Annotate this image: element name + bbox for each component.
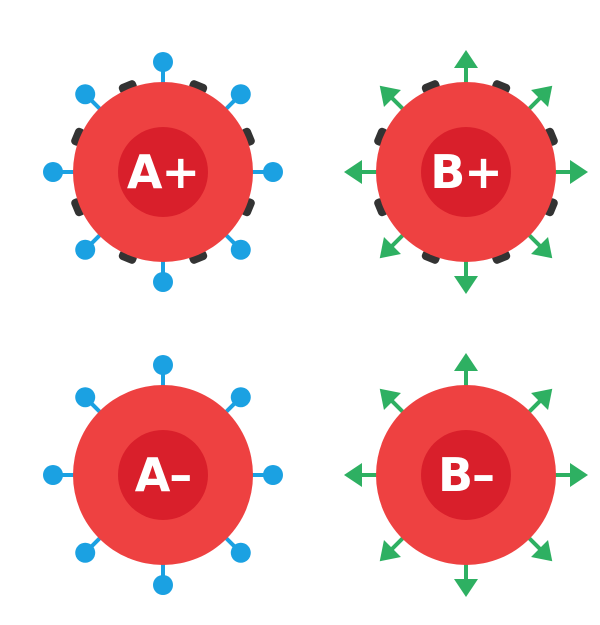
blood-cell-b-negative: B–	[316, 325, 600, 625]
antigen-dot	[43, 162, 63, 182]
antigen-dot	[75, 387, 96, 408]
blood-cell-graphic	[344, 50, 588, 294]
antigen-dot	[263, 162, 283, 182]
antigen-arrowhead	[531, 237, 553, 259]
blood-type-label: B+	[430, 145, 503, 199]
antigen-arrowhead	[454, 276, 478, 294]
antigen-arrowhead	[379, 85, 401, 107]
antigen-dot	[153, 52, 173, 72]
blood-cell-graphic	[43, 355, 283, 595]
antigen-arrowhead	[570, 160, 588, 184]
antigen-dot	[75, 542, 96, 563]
antigen-dot	[43, 465, 63, 485]
antigen-arrowhead	[454, 579, 478, 597]
blood-type-label: A+	[126, 145, 200, 199]
antigen-arrowhead	[344, 160, 362, 184]
cell-core	[421, 430, 511, 520]
antigen-arrowhead	[344, 463, 362, 487]
antigen-arrowhead	[379, 540, 401, 562]
cell-core	[421, 127, 511, 217]
antigen-dot	[75, 239, 96, 260]
cell-core	[118, 127, 208, 217]
blood-cell-graphic	[344, 353, 588, 597]
antigen-dot	[153, 272, 173, 292]
blood-type-label: B–	[437, 448, 495, 502]
antigen-dot	[230, 239, 251, 260]
blood-cell-graphic	[43, 52, 283, 292]
antigen-dot	[153, 355, 173, 375]
antigen-dot	[263, 465, 283, 485]
antigen-arrowhead	[379, 388, 401, 410]
antigen-arrowhead	[531, 85, 553, 107]
antigen-arrowhead	[454, 50, 478, 68]
antigen-dot	[75, 84, 96, 105]
antigen-arrowhead	[379, 237, 401, 259]
antigen-dot	[153, 575, 173, 595]
antigen-dot	[230, 387, 251, 408]
blood-cell-a-positive: A+	[13, 22, 313, 322]
antigen-arrowhead	[531, 388, 553, 410]
antigen-dot	[230, 84, 251, 105]
cell-core	[118, 430, 208, 520]
blood-cell-b-positive: B+	[316, 22, 600, 322]
antigen-dot	[230, 542, 251, 563]
antigen-arrowhead	[454, 353, 478, 371]
blood-type-label: A–	[134, 448, 193, 502]
antigen-arrowhead	[531, 540, 553, 562]
antigen-arrowhead	[570, 463, 588, 487]
blood-cell-a-negative: A–	[13, 325, 313, 625]
